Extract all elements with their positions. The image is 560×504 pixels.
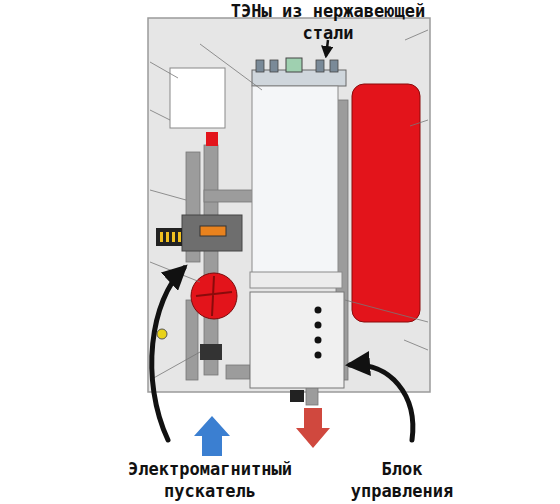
filter <box>200 344 222 360</box>
expansion-tank <box>352 84 420 322</box>
terminals <box>160 232 181 242</box>
outlet-arrow <box>296 408 330 448</box>
callout-label: ТЭНы из нержавеющей стали <box>203 0 453 44</box>
callout-label: Электромагнитный пускатель <box>105 458 315 502</box>
pressure-gauge <box>157 329 167 339</box>
safety-valve <box>206 132 218 146</box>
heater-sensor <box>286 58 302 72</box>
callout-arrow <box>152 268 184 440</box>
boiler-housing <box>148 18 430 392</box>
air-vent-box <box>170 68 225 128</box>
pump <box>191 273 237 319</box>
inlet-arrow <box>194 416 230 456</box>
starter-body <box>182 215 242 251</box>
callout-label: Блок управления <box>327 458 477 502</box>
cable-entry <box>290 390 304 402</box>
starter-indicator <box>200 226 226 236</box>
leader-lines <box>150 30 428 380</box>
control-buttons <box>315 307 322 359</box>
control-unit <box>250 292 344 388</box>
heater-tank <box>252 86 338 276</box>
tank-base <box>250 272 342 288</box>
terminal-block <box>156 228 182 246</box>
callout-arrow <box>350 365 413 440</box>
pump-detail <box>196 276 232 316</box>
